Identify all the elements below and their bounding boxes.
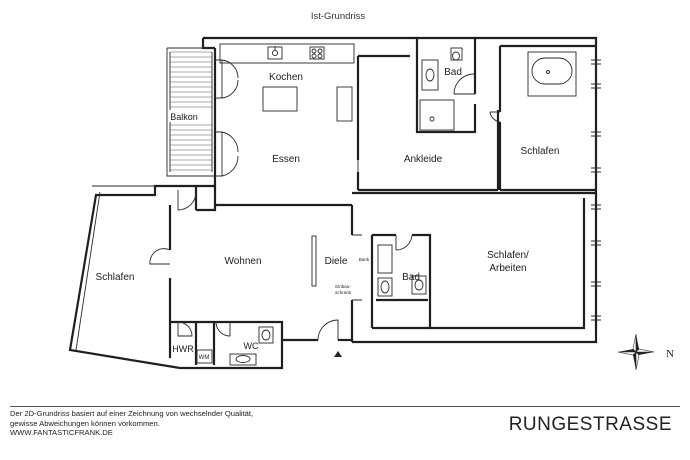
footer-line-2: gewisse Abweichungen können vorkommen.: [10, 418, 160, 428]
room-label-essen: Essen: [272, 154, 300, 165]
room-label-balkon: Balkon: [170, 112, 198, 122]
room-label-bad-mid: Bad: [402, 272, 420, 283]
interior-walls: [168, 38, 596, 365]
footer-line-1: Der 2D-Grundriss basiert auf einer Zeich…: [10, 409, 254, 418]
balcony-doors: [215, 59, 239, 177]
doors: [149, 73, 501, 341]
room-label-wm: WM: [199, 355, 210, 361]
room-label-schlafen-arbeiten-2: Arbeiten: [489, 263, 526, 274]
footer-divider: [10, 406, 680, 407]
outer-walls: [68, 36, 598, 370]
room-label-wc: WC: [244, 341, 259, 351]
street-name: RUNGESTRASSE: [508, 414, 672, 435]
room-label-einbauschrank-1: Einbau-: [335, 284, 351, 289]
room-label-schlafen-left: Schlafen: [96, 272, 135, 283]
footer-website: WWW.FANTASTICFRANK.DE: [10, 428, 113, 438]
windows-right: [591, 59, 601, 321]
room-label-bank: Bank: [359, 257, 370, 262]
room-label-wohnen: Wohnen: [224, 256, 261, 267]
room-label-ankleide: Ankleide: [404, 154, 443, 165]
room-label-kochen: Kochen: [269, 72, 303, 83]
compass-north-label: N: [666, 348, 674, 360]
room-label-diele: Diele: [325, 256, 348, 267]
footer-disclaimer: Der 2D-Grundriss basiert auf einer Zeich…: [10, 409, 253, 438]
room-label-bad-top: Bad: [444, 67, 462, 78]
bathroom-fixtures: [196, 47, 577, 366]
entrance-arrow-icon: [334, 351, 342, 357]
room-label-schlafen-right: Schlafen: [521, 146, 560, 157]
kitchen-furniture: [219, 43, 355, 122]
room-label-hwr: HWR: [172, 344, 194, 354]
room-label-einbauschrank-2: schrank: [335, 290, 352, 295]
plan-title: Ist-Grundriss: [311, 11, 366, 22]
compass-icon: [617, 333, 655, 371]
room-label-schlafen-arbeiten-1: Schlafen/: [487, 250, 529, 261]
